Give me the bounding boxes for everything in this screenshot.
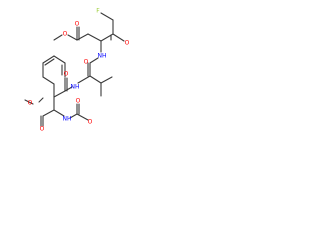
molecule-structure-diagram: F O O O NH O NH O O O NH O O (24, 8, 130, 133)
bond (53, 90, 66, 98)
bond (76, 113, 89, 121)
bond (67, 34, 78, 41)
atom-oxygen-ester-alkoxy: O (63, 31, 68, 38)
bond (42, 109, 55, 117)
atom-oxygen-ester2-alkoxy: O (28, 100, 33, 107)
bond (112, 33, 125, 42)
atom-nitrogen-amide-2: NH (71, 84, 80, 91)
bond (89, 75, 102, 84)
atom-oxygen-carbamate: O (88, 119, 93, 126)
bond (100, 12, 114, 21)
bond (64, 86, 73, 92)
atom-oxygen-ester2-carbonyl: O (40, 126, 45, 133)
bond-skeleton (24, 12, 125, 127)
bond (69, 113, 78, 119)
bond (89, 57, 99, 64)
bond (44, 58, 55, 66)
atom-oxygen-amide-3: O (76, 98, 81, 105)
bond (53, 34, 63, 41)
bond (77, 75, 91, 84)
bond (42, 76, 55, 85)
atom-labels: F O O O NH O NH O O O NH O O (28, 8, 130, 133)
atom-nitrogen-amide-1: NH (98, 53, 107, 60)
bond (53, 55, 66, 64)
bond (87, 33, 102, 42)
bond (38, 97, 44, 103)
bond (53, 109, 65, 117)
bond (100, 33, 114, 42)
atom-oxygen-ketone: O (125, 40, 130, 47)
bond (42, 55, 55, 64)
atom-oxygen-ester-carbonyl: O (75, 21, 80, 28)
atom-oxygen-amide-2: O (64, 71, 69, 78)
bond (100, 76, 113, 84)
atom-fluorine: F (96, 8, 100, 15)
bond (24, 99, 34, 105)
atom-oxygen-amide-1: O (84, 59, 89, 66)
atom-nitrogen-amide-3: NH (63, 116, 72, 123)
